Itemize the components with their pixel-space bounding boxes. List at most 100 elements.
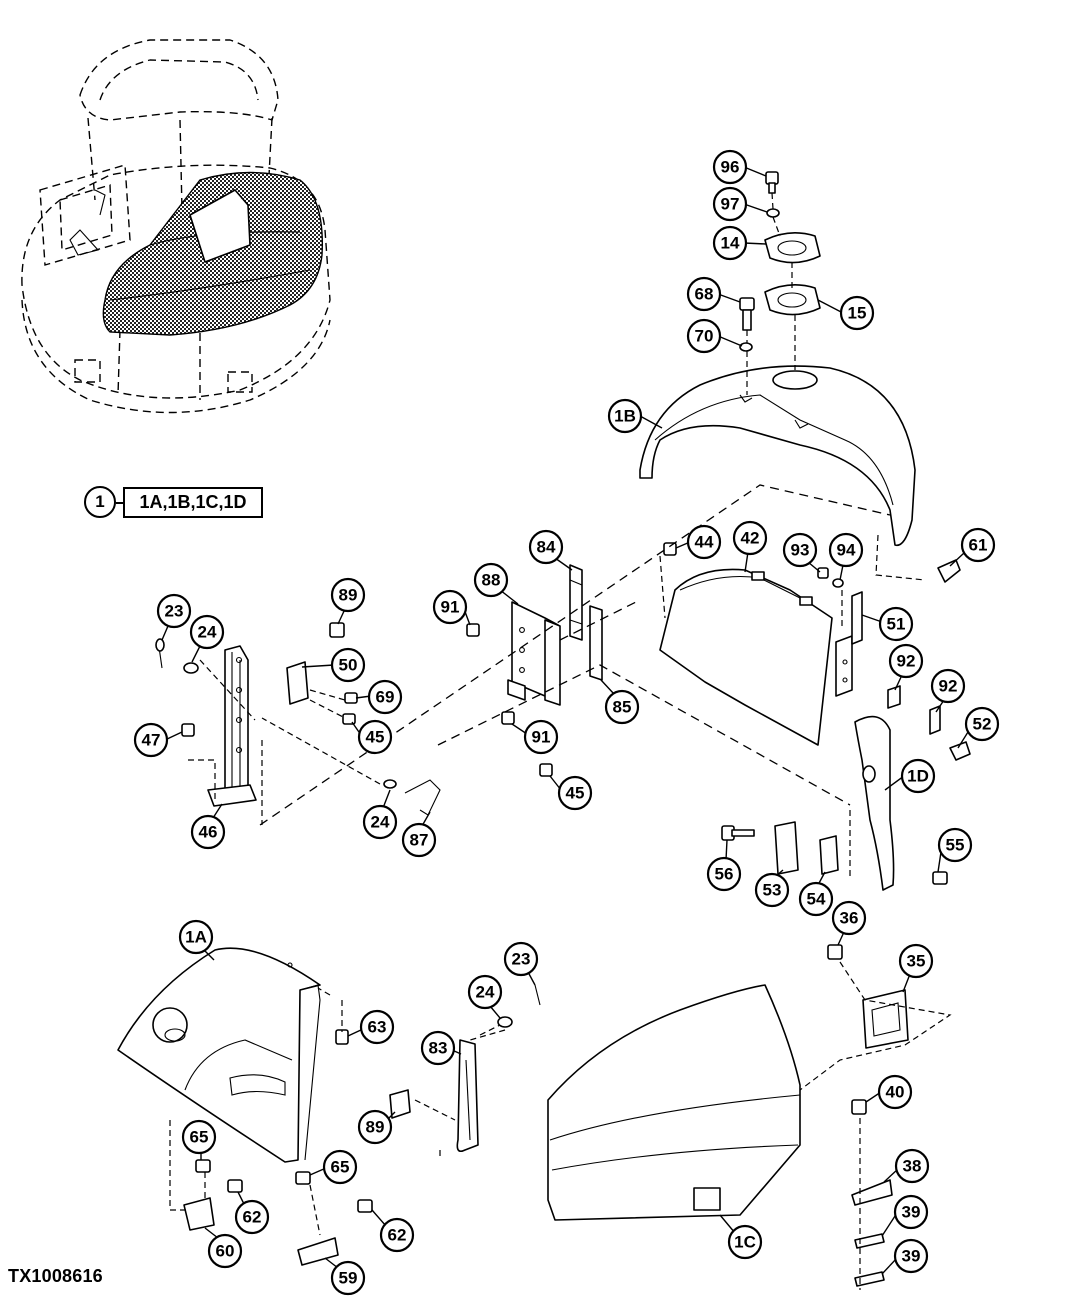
svg-text:63: 63 bbox=[368, 1018, 387, 1037]
callout-55: 55 bbox=[937, 827, 973, 873]
svg-text:24: 24 bbox=[198, 623, 217, 642]
callout-24-mid: 24 bbox=[362, 789, 398, 840]
svg-text:50: 50 bbox=[339, 656, 358, 675]
svg-text:40: 40 bbox=[886, 1083, 905, 1102]
callout-44: 44 bbox=[675, 524, 722, 560]
callout-53: 53 bbox=[754, 869, 790, 908]
svg-text:61: 61 bbox=[969, 536, 988, 555]
svg-text:65: 65 bbox=[331, 1158, 350, 1177]
svg-text:97: 97 bbox=[721, 195, 740, 214]
svg-text:69: 69 bbox=[376, 688, 395, 707]
svg-text:51: 51 bbox=[887, 615, 906, 634]
callout-68: 68 bbox=[686, 276, 741, 312]
rod-83-assembly bbox=[389, 984, 541, 1153]
svg-text:70: 70 bbox=[695, 327, 714, 346]
callout-87: 87 bbox=[401, 811, 437, 858]
svg-text:24: 24 bbox=[476, 983, 495, 1002]
callout-91-lower: 91 bbox=[511, 719, 559, 755]
svg-text:35: 35 bbox=[907, 952, 926, 971]
callout-60: 60 bbox=[204, 1227, 243, 1269]
callout-layer: 96 97 14 68 15 70 1B 44 42 93 94 61 84 8… bbox=[133, 149, 1000, 1296]
svg-text:44: 44 bbox=[695, 533, 714, 552]
svg-text:52: 52 bbox=[973, 715, 992, 734]
callout-46: 46 bbox=[190, 803, 226, 850]
callout-92-upper: 92 bbox=[888, 643, 924, 691]
callout-24-top: 24 bbox=[189, 614, 225, 663]
callout-1C: 1C bbox=[719, 1214, 763, 1260]
figure-reference-id: TX1008616 bbox=[8, 1266, 103, 1286]
callout-93: 93 bbox=[782, 532, 821, 573]
svg-text:96: 96 bbox=[721, 158, 740, 177]
svg-text:83: 83 bbox=[429, 1039, 448, 1058]
svg-text:14: 14 bbox=[721, 234, 740, 253]
callout-85: 85 bbox=[600, 679, 640, 725]
callout-15: 15 bbox=[817, 295, 875, 331]
callout-89-bottom: 89 bbox=[357, 1109, 396, 1145]
svg-text:42: 42 bbox=[741, 529, 760, 548]
callout-59: 59 bbox=[324, 1257, 366, 1296]
svg-text:92: 92 bbox=[897, 652, 916, 671]
cover-1A bbox=[117, 947, 373, 1266]
callout-24-bottom: 24 bbox=[467, 974, 503, 1019]
svg-text:24: 24 bbox=[371, 813, 390, 832]
callout-23-bottom: 23 bbox=[503, 941, 539, 986]
fasteners-left bbox=[155, 542, 677, 816]
callout-39-lower: 39 bbox=[881, 1238, 929, 1275]
callout-61: 61 bbox=[949, 527, 996, 567]
callout-39-upper: 39 bbox=[881, 1194, 929, 1237]
svg-text:54: 54 bbox=[807, 890, 826, 909]
svg-text:36: 36 bbox=[840, 909, 859, 928]
callout-14: 14 bbox=[712, 225, 767, 261]
kit-contents-box: 1A,1B,1C,1D bbox=[123, 487, 263, 518]
panel-42 bbox=[659, 568, 833, 746]
callout-96: 96 bbox=[712, 149, 767, 185]
post-46 bbox=[207, 622, 345, 807]
strip-1D bbox=[721, 715, 948, 891]
svg-text:1A: 1A bbox=[185, 928, 207, 947]
svg-text:62: 62 bbox=[388, 1226, 407, 1245]
callout-63: 63 bbox=[347, 1009, 395, 1045]
svg-text:47: 47 bbox=[142, 731, 161, 750]
svg-text:45: 45 bbox=[566, 784, 585, 803]
svg-text:89: 89 bbox=[366, 1118, 385, 1137]
callout-50: 50 bbox=[301, 647, 366, 683]
callout-38: 38 bbox=[883, 1148, 930, 1184]
callout-70: 70 bbox=[686, 318, 743, 354]
callout-35: 35 bbox=[898, 943, 934, 993]
cover-1B bbox=[639, 365, 916, 547]
svg-text:55: 55 bbox=[946, 836, 965, 855]
svg-text:94: 94 bbox=[837, 541, 856, 560]
callout-51: 51 bbox=[861, 606, 914, 642]
svg-text:1C: 1C bbox=[734, 1233, 756, 1252]
callout-54: 54 bbox=[798, 871, 834, 917]
bracket-84-85-88 bbox=[507, 564, 603, 706]
kit-leader bbox=[116, 502, 124, 504]
callout-89-top: 89 bbox=[330, 577, 366, 625]
callout-56: 56 bbox=[706, 839, 742, 892]
callout-1D: 1D bbox=[884, 758, 936, 794]
callout-83: 83 bbox=[420, 1030, 462, 1066]
svg-text:62: 62 bbox=[243, 1208, 262, 1227]
callout-1B: 1B bbox=[607, 398, 663, 434]
svg-text:93: 93 bbox=[791, 541, 810, 560]
svg-text:88: 88 bbox=[482, 571, 501, 590]
callout-52: 52 bbox=[957, 706, 1000, 749]
callout-47: 47 bbox=[133, 722, 183, 758]
callout-65-right: 65 bbox=[309, 1149, 358, 1185]
svg-text:59: 59 bbox=[339, 1269, 358, 1288]
callout-42: 42 bbox=[732, 520, 768, 573]
callout-45-center: 45 bbox=[549, 775, 593, 811]
cover-1C bbox=[547, 944, 909, 1287]
svg-text:65: 65 bbox=[190, 1128, 209, 1147]
machine-location-view bbox=[21, 39, 331, 414]
callout-23-top: 23 bbox=[156, 593, 192, 641]
callout-97: 97 bbox=[712, 186, 768, 222]
svg-text:23: 23 bbox=[165, 602, 184, 621]
svg-text:91: 91 bbox=[532, 728, 551, 747]
callout-36: 36 bbox=[831, 900, 867, 946]
callout-69: 69 bbox=[355, 679, 403, 715]
callout-92-lower: 92 bbox=[930, 668, 966, 713]
callout-1A: 1A bbox=[178, 919, 215, 961]
svg-text:56: 56 bbox=[715, 865, 734, 884]
